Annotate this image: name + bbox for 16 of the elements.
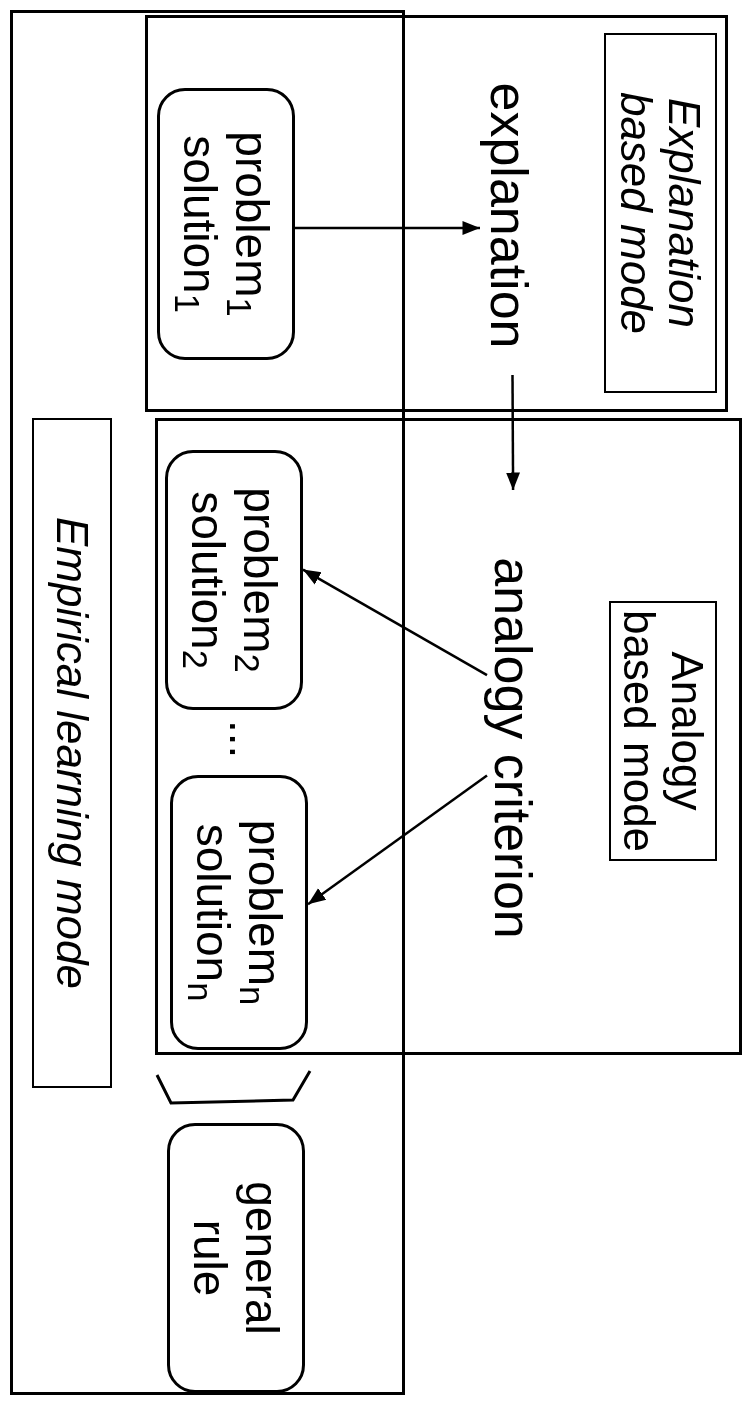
arrow [295, 221, 480, 236]
arrow [302, 568, 488, 677]
case-box [165, 450, 303, 710]
mode-title: Empirical learning mode [32, 418, 112, 1088]
case-box [167, 1123, 305, 1393]
mode-title: Analogy based mode [609, 601, 717, 861]
arrow [506, 375, 520, 490]
mode-region [10, 10, 405, 1395]
case-box [170, 775, 308, 1050]
concept-label: explanation [480, 82, 539, 349]
arrow [307, 774, 488, 906]
concept-label: analogy criterion [484, 557, 542, 939]
case-box [157, 88, 295, 360]
case-text: general rule [184, 1180, 288, 1337]
mode-title: Explanation based mode [604, 33, 717, 393]
ellipsis-label: ... [221, 720, 271, 759]
